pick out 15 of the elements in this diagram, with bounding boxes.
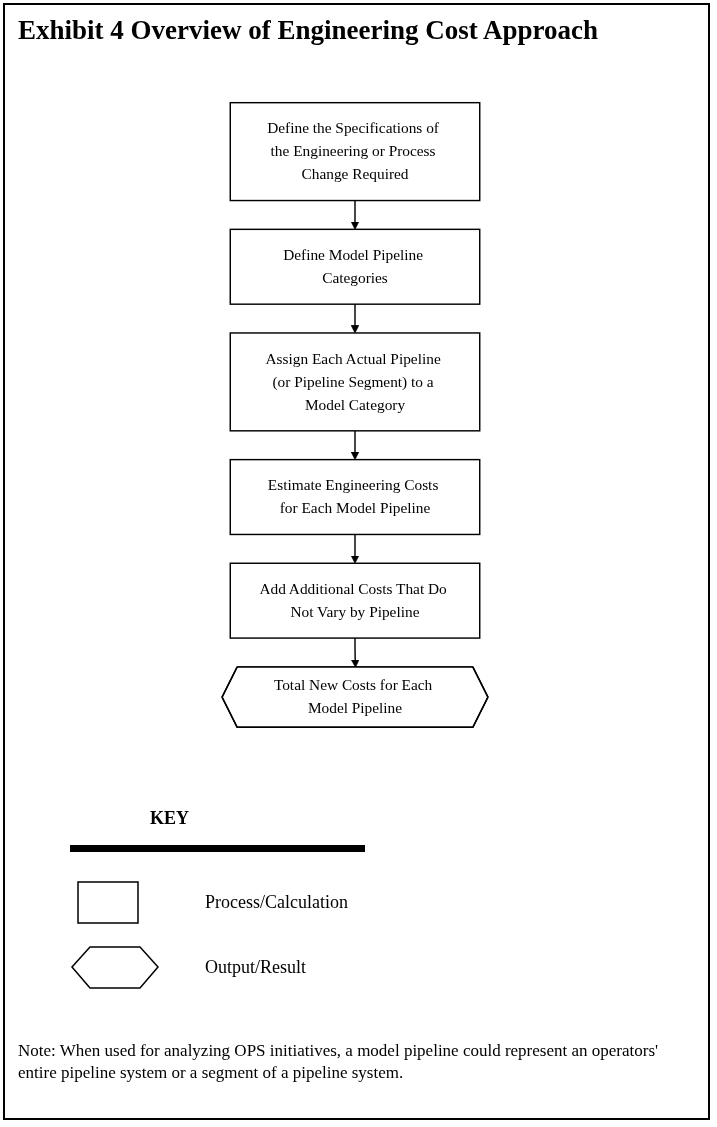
legend-text: Output/Result <box>205 957 306 978</box>
arrow <box>350 430 360 460</box>
node-box: Assign Each Actual Pipeline (or Pipeline Segment) to a Model Category <box>229 332 481 432</box>
arrow <box>350 199 360 230</box>
arrow <box>351 637 360 668</box>
note: Note: When used for analyzing OPS initiatives, a model pipeline could represent an operators' entire pipeline system or a segment of a pipeline system. <box>18 1040 660 1085</box>
node-box: Define the Specifications of the Engineering or Process Change Required <box>229 101 481 202</box>
title: Exhibit 4 Overview of Engineering Cost Approach <box>18 14 600 47</box>
legend-text: Process/Calculation <box>205 892 348 913</box>
node-box: Estimate Engineering Costs for Each Model Pipeline <box>229 458 481 536</box>
node-box: Define Model Pipeline Categories <box>229 228 481 305</box>
node-box: Add Additional Costs That Do Not Vary by Pipeline <box>229 562 481 639</box>
arrow <box>350 533 360 564</box>
key-heading: KEY <box>150 808 189 829</box>
arrow <box>350 303 360 334</box>
